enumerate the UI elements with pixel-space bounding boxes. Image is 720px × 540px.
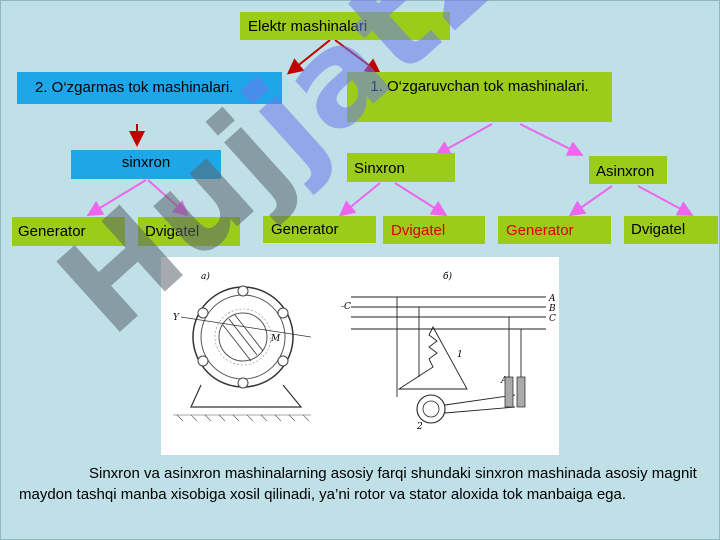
ac-machines-box: 1. O‘zgaruvchan tok mashinalari. [347,72,612,122]
ac-asinx-dvigatel-label: Dvigatel [631,221,686,238]
dc-generator-box: Generator [12,217,125,246]
ac-asinx-generator-box: Generator [498,216,611,244]
title-box: Elektr mashinalari [240,12,450,40]
arrow-sinxron-to-generator [86,179,147,217]
fig-phase-minus-c: -C [341,302,351,312]
arrow-right-to-sinxron [434,123,493,156]
ac-machines-label: 1. O‘zgaruvchan tok mashinalari. [370,78,589,95]
arrow-title-to-left [286,39,331,75]
ac-asinx-generator-label: Generator [506,222,574,239]
dc-generator-label: Generator [18,223,86,240]
ac-asinxron-label: Asinxron [596,163,655,180]
arrow-sinxron-to-dvigatel [147,179,189,217]
fig-phase-a: A [548,294,556,304]
fig-num-2: 2 [416,422,423,432]
arrow-right-to-asinxron [519,123,584,156]
caption-body: Sinxron va asinxron mashinalarning asosi… [19,465,697,503]
ac-sinx-dvigatel-box: Dvigatel [383,216,485,244]
dc-dvigatel-label: Dvigatel [145,223,200,240]
dc-sinxron-label: sinxron [121,154,171,171]
dc-dvigatel-box: Dvigatel [138,217,240,246]
dc-sinxron-box: sinxron [71,150,221,179]
title-text: Elektr mashinalari [248,18,368,35]
arrow-asinx-to-generator [568,185,613,217]
svg-text:Y: Y [173,313,180,323]
ac-asinx-dvigatel-box: Dvigatel [624,216,718,244]
dc-machines-box: 2. O‘zgarmas tok mashinalari. [17,72,282,104]
ac-sinx-generator-box: Generator [263,216,376,243]
dc-machines-label: 2. O‘zgarmas tok mashinalari. [35,79,234,96]
fig-label-b: б) [443,271,452,282]
fig-num-1: 1 [457,350,463,360]
arrow-sinx-to-dvigatel [394,182,448,217]
ac-sinxron-label: Sinxron [354,160,405,177]
arrow-asinx-to-dvigatel [637,185,694,216]
arrow-title-to-right [334,39,382,75]
machine-schematic-figure: a) Y M б) [161,257,559,455]
fig-phase-b: B [548,304,556,314]
caption-text: Sinxron va asinxron mashinalarning asosi… [19,463,709,505]
ac-sinx-dvigatel-label: Dvigatel [391,222,446,239]
ac-sinxron-box: Sinxron [347,153,455,182]
fig-motor-label: M [270,334,281,344]
ac-asinxron-box: Asinxron [589,156,667,184]
fig-label-a: a) [201,271,210,282]
arrow-sinx-to-generator [338,182,381,217]
fig-phase-c: C [549,314,556,324]
ac-sinx-generator-label: Generator [271,221,339,238]
schematic-drawing: a) Y M б) [173,271,556,432]
